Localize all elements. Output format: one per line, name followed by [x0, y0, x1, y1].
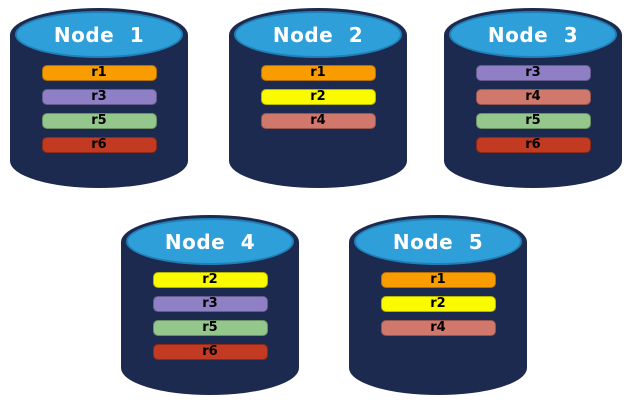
database-node-2: Node 2 r1 r2 r4 [229, 8, 407, 188]
replica-bar-r4: r4 [260, 113, 376, 129]
replica-bar-r4: r4 [475, 89, 591, 105]
database-node-5: Node 5 r1 r2 r4 [349, 215, 527, 395]
node-title: Node 4 [164, 229, 256, 254]
replica-bar-r5: r5 [41, 113, 157, 129]
database-node-1: Node 1 r1 r3 r5 r6 [10, 8, 188, 188]
replica-bar-r3: r3 [475, 65, 591, 81]
replica-bar-r5: r5 [475, 113, 591, 129]
replica-bar-r1: r1 [41, 65, 157, 81]
replica-list: r1 r3 r5 r6 [10, 65, 188, 153]
replica-bar-r2: r2 [380, 296, 496, 312]
replica-bar-r2: r2 [152, 272, 268, 288]
replica-list: r2 r3 r5 r6 [121, 272, 299, 360]
replica-list: r1 r2 r4 [349, 272, 527, 336]
replica-bar-r6: r6 [41, 137, 157, 153]
replica-list: r3 r4 r5 r6 [444, 65, 622, 153]
node-title: Node 3 [487, 22, 579, 47]
cylinder-top: Node 4 [126, 218, 294, 265]
database-node-4: Node 4 r2 r3 r5 r6 [121, 215, 299, 395]
replica-bar-r6: r6 [152, 344, 268, 360]
node-title: Node 2 [272, 22, 364, 47]
replica-bar-r4: r4 [380, 320, 496, 336]
replica-bar-r3: r3 [152, 296, 268, 312]
cylinder-top: Node 3 [449, 11, 617, 58]
database-node-3: Node 3 r3 r4 r5 r6 [444, 8, 622, 188]
replica-bar-r1: r1 [260, 65, 376, 81]
replica-bar-r2: r2 [260, 89, 376, 105]
replica-bar-r5: r5 [152, 320, 268, 336]
cylinder-top: Node 5 [354, 218, 522, 265]
node-title: Node 1 [53, 22, 145, 47]
cylinder-top: Node 1 [15, 11, 183, 58]
replica-list: r1 r2 r4 [229, 65, 407, 129]
node-title: Node 5 [392, 229, 484, 254]
replica-bar-r3: r3 [41, 89, 157, 105]
replica-bar-r6: r6 [475, 137, 591, 153]
replica-bar-r1: r1 [380, 272, 496, 288]
cylinder-top: Node 2 [234, 11, 402, 58]
